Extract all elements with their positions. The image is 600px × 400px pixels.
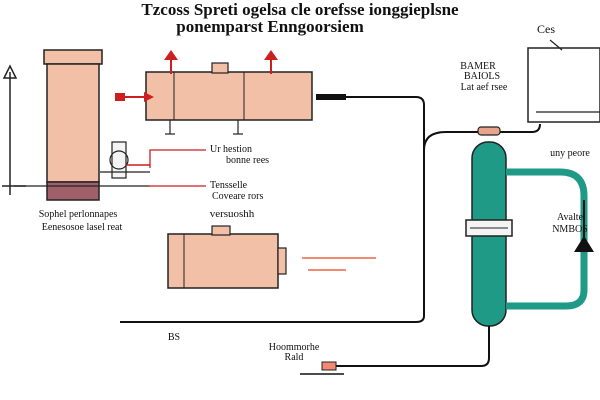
- info-block-line2: BAIOLS: [464, 71, 500, 82]
- right-arrow-label-2: NMBOS: [552, 224, 588, 235]
- right-mid-label: uny peore: [550, 148, 590, 159]
- callout-2-line2: Coveare rors: [212, 191, 263, 202]
- red-vent-arrow-left: [164, 50, 178, 74]
- info-block-line1: BAMER: [460, 61, 496, 72]
- bottom-outlet-pipe: [326, 326, 490, 367]
- hand-valve: [100, 141, 150, 179]
- bs-label: BS: [168, 332, 180, 343]
- red-inlet: [115, 92, 154, 102]
- bottom-label-1: Hoommorhe: [269, 342, 320, 353]
- salmon-flow-lines: [302, 257, 376, 271]
- right-arrow-label-1: Avalte: [557, 212, 583, 223]
- monitor-box: [527, 39, 600, 123]
- bottom-label-2: Rald: [285, 352, 304, 363]
- corner-label: Ces: [537, 22, 555, 36]
- callout-2: Tensselle Coveare rors: [148, 180, 263, 202]
- callout-1: Ur hestion bonne rees: [149, 144, 269, 168]
- monitor-connector: [500, 123, 541, 133]
- coupling: [477, 126, 501, 136]
- horizontal-vessel-top: [145, 62, 313, 135]
- callout-3: versuoshh: [210, 208, 255, 220]
- left-axis: [2, 64, 26, 195]
- diagram-title-line2: ponemparst Enngoorsiem: [176, 17, 363, 36]
- callout-2-line1: Tensselle: [210, 180, 248, 191]
- callout-1-line2: bonne rees: [226, 155, 269, 166]
- vertical-tank: [43, 49, 103, 201]
- outlet-cap: [321, 361, 337, 371]
- info-block-line3: Lat aef rsee: [461, 82, 508, 93]
- diagram-title-line1: Tzcoss Spreti ogelsa cle orefsse ionggie…: [141, 0, 459, 19]
- callout-1-line1: Ur hestion: [210, 144, 252, 155]
- main-pipe: [120, 94, 482, 323]
- up-arrow: [574, 200, 594, 252]
- horizontal-vessel-bottom: [167, 225, 287, 289]
- red-vent-arrow-right: [264, 50, 278, 74]
- tank-label-2: Eenesosoe lasel reat: [42, 222, 123, 233]
- tank-label-1: Sophel perlonnapes: [39, 209, 118, 220]
